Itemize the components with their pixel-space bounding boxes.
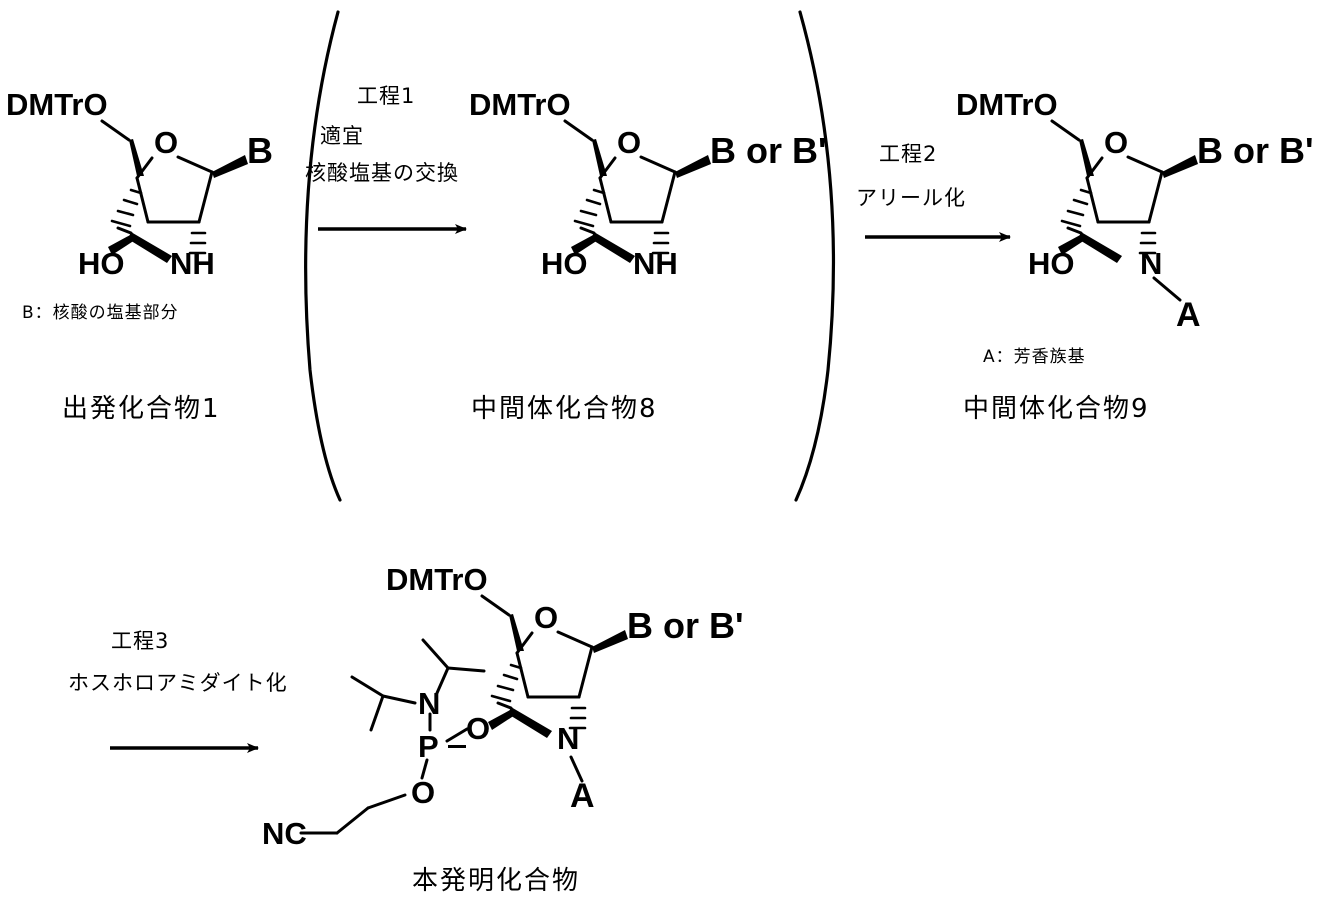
compound9-base-label: B or B'	[1197, 130, 1314, 171]
compound1-base-legend: B：核酸の塩基部分	[22, 303, 179, 323]
product-aryl-label: A	[570, 777, 595, 815]
hash-c2-n	[188, 231, 207, 255]
step1-number-label: 工程1	[357, 84, 416, 108]
compound1-skeleton	[100, 119, 248, 263]
compound9-ring-oxygen-label: O	[1104, 125, 1129, 160]
compound8-nh-label: NH	[633, 246, 678, 281]
bracket-arc-right	[794, 10, 836, 502]
hash-c4-bridge	[110, 188, 143, 228]
hash-c4-bridge	[490, 663, 523, 703]
product-skeleton	[299, 594, 628, 835]
product-ester-oxygen-label: O	[411, 775, 436, 810]
compound9-ring-nitrogen-label: N	[1140, 246, 1163, 281]
compound1-ring-oxygen-label: O	[154, 125, 179, 160]
compound9-dmtro-label: DMTrO	[956, 87, 1058, 122]
compound9-aryl-label: A	[1176, 296, 1201, 334]
compound1-nh-label: NH	[170, 246, 215, 281]
product-ring-nitrogen-label: N	[557, 721, 580, 756]
p-o-bond	[448, 745, 466, 748]
hash-c2-ringn	[568, 706, 587, 730]
product-nitrile-label: NC	[262, 816, 307, 851]
compound1-hydroxyl-label: HO	[78, 246, 125, 281]
compound8-caption: 中間体化合物8	[471, 394, 658, 424]
product-ring-oxygen-label: O	[534, 600, 559, 635]
compound8-skeleton	[563, 119, 711, 263]
compound1-caption: 出発化合物1	[62, 394, 221, 424]
hash-c4-bridge	[1060, 188, 1093, 228]
hash-c2-n	[651, 231, 670, 255]
step3-number-label: 工程3	[111, 629, 170, 653]
compound1-dmtro-label: DMTrO	[6, 87, 108, 122]
compound8-dmtro-label: DMTrO	[469, 87, 571, 122]
compound8-ring-oxygen-label: O	[617, 125, 642, 160]
hash-c2-n	[1138, 231, 1157, 255]
product-dmtro-label: DMTrO	[386, 562, 488, 597]
product-caption: 本発明化合物	[412, 866, 581, 896]
compound1-base-label: B	[247, 130, 273, 171]
compound9-skeleton	[1050, 119, 1198, 302]
hash-c4-bridge	[573, 188, 606, 228]
step2-line1-label: アリール化	[856, 186, 966, 210]
product-bridge-oxygen-label: O	[466, 711, 491, 746]
compound9-hydroxyl-label: HO	[1028, 246, 1075, 281]
compound9-caption: 中間体化合物9	[963, 394, 1150, 424]
bracket-arc-left	[303, 10, 342, 502]
product-phosphorus-label: P	[418, 729, 439, 764]
step2-number-label: 工程2	[879, 142, 938, 166]
compound9-aryl-legend: A：芳香族基	[983, 347, 1086, 367]
product-amine-nitrogen-label: N	[418, 686, 441, 721]
step3-line1-label: ホスホロアミダイト化	[68, 671, 288, 695]
product-base-label: B or B'	[627, 605, 744, 646]
compound8-base-label: B or B'	[710, 130, 827, 171]
step1-line2-label: 核酸塩基の交換	[305, 161, 459, 185]
step1-line1-label: 適宜	[320, 124, 364, 148]
compound8-hydroxyl-label: HO	[541, 246, 588, 281]
